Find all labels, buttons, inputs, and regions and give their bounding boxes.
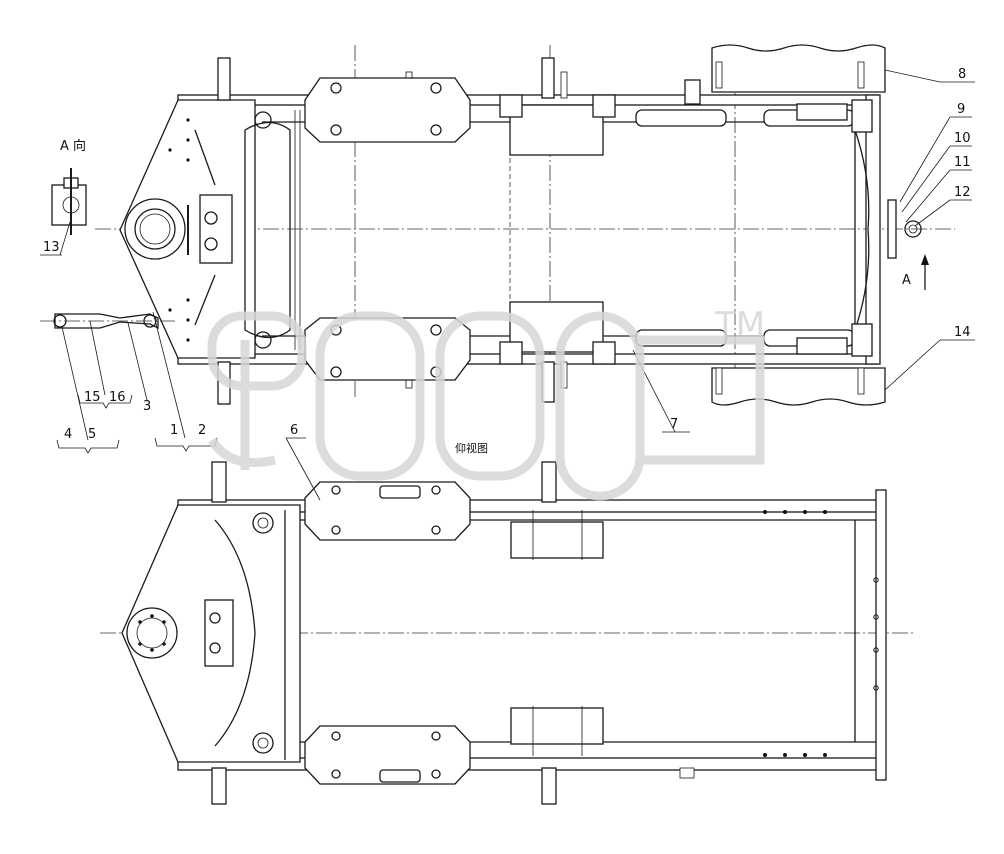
arrow-a-label: A: [902, 273, 911, 288]
bottom-view: [100, 461, 915, 805]
part-number-10: 10: [954, 131, 971, 146]
part-number-6: 6: [290, 423, 298, 438]
part-number-13: 13: [43, 240, 60, 255]
leader-lines: [40, 69, 975, 501]
part-number-11: 11: [954, 155, 971, 170]
part-number-8: 8: [958, 67, 966, 82]
part-number-4: 4: [64, 427, 72, 442]
part-number-9: 9: [957, 102, 965, 117]
view-a-label: A 向: [60, 138, 86, 154]
part-number-15: 15: [84, 390, 101, 405]
part-number-2: 2: [198, 423, 206, 438]
top-view: [40, 44, 955, 406]
labels: A 向 A 仰视图 8 9 10 11 12 14 13 15 16 3 4 5…: [43, 67, 971, 455]
part-number-3: 3: [143, 399, 151, 414]
part-number-14: 14: [954, 325, 971, 340]
part-number-7: 7: [670, 417, 678, 432]
part-number-16: 16: [109, 390, 126, 405]
bottom-view-label: 仰视图: [455, 441, 488, 455]
part-number-5: 5: [88, 427, 96, 442]
part-number-1: 1: [170, 423, 178, 438]
watermark-tm: TM: [714, 305, 765, 345]
part-number-12: 12: [954, 185, 971, 200]
watermark-logo: TM: [207, 305, 765, 501]
